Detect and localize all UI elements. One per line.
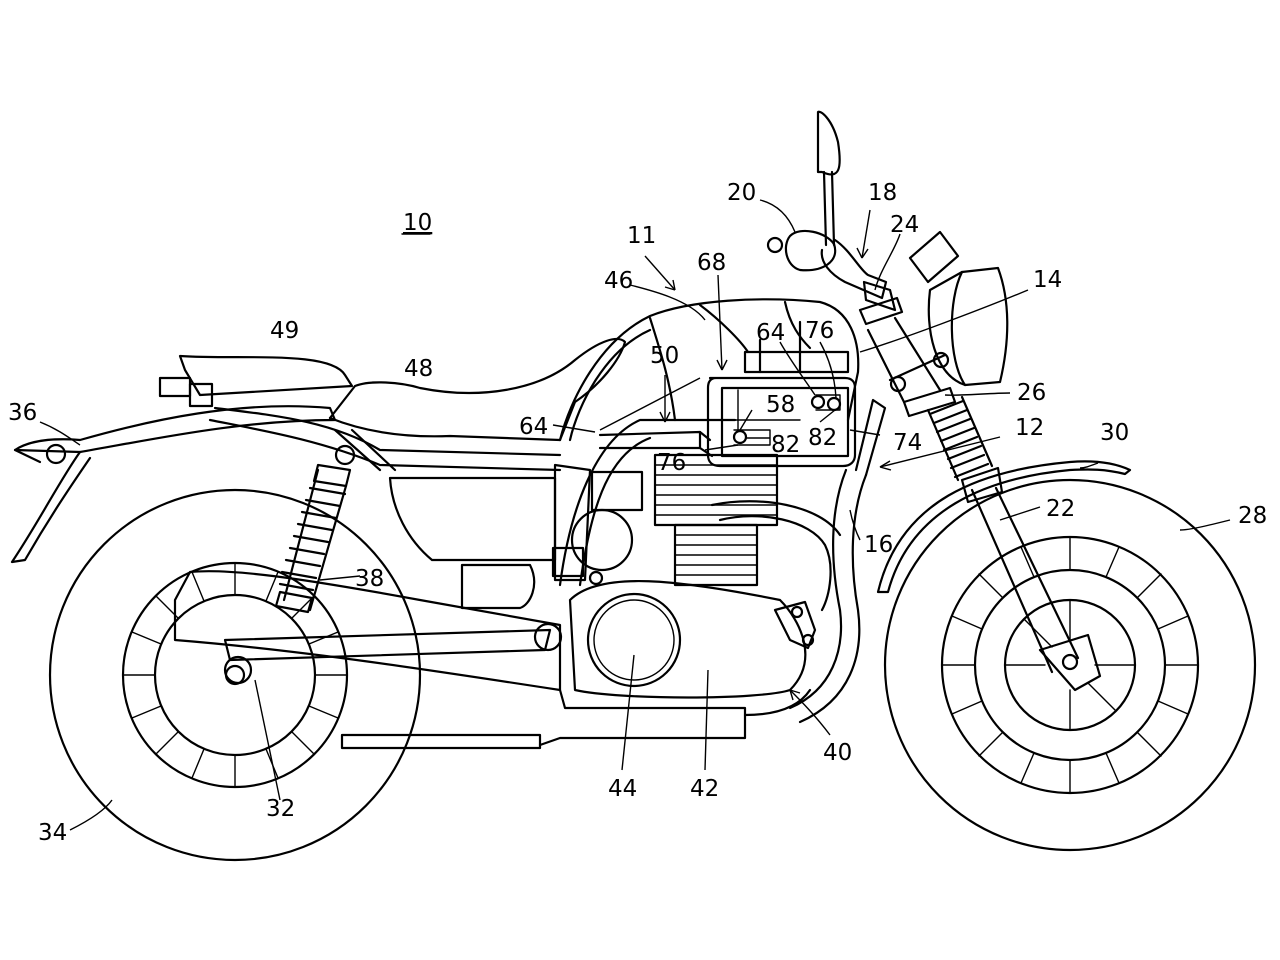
label-82-right: 82 — [808, 425, 837, 451]
front-wheel-spokes — [941, 536, 1199, 794]
label-74: 74 — [893, 430, 922, 456]
label-20: 20 — [727, 180, 756, 206]
label-64-left: 64 — [519, 414, 548, 440]
label-64-right: 64 — [756, 320, 785, 346]
label-24: 24 — [890, 212, 919, 238]
rear-wheel-spokes — [122, 562, 348, 788]
label-22: 22 — [1046, 496, 1075, 522]
front-fork — [858, 296, 1102, 692]
label-26: 26 — [1017, 380, 1046, 406]
label-46: 46 — [604, 268, 633, 294]
label-76-top: 76 — [805, 318, 834, 344]
label-14: 14 — [1033, 267, 1062, 293]
label-18: 18 — [868, 180, 897, 206]
exhaust — [173, 570, 812, 750]
label-48: 48 — [404, 356, 433, 382]
reference-labels: 10 11 12 14 16 18 20 22 24 26 28 30 32 3… — [8, 180, 1267, 846]
fuel-tank — [558, 298, 860, 442]
label-50: 50 — [650, 343, 679, 369]
label-10: 10 — [403, 210, 432, 236]
label-30: 30 — [1100, 420, 1129, 446]
electrical-box — [706, 320, 857, 468]
label-40: 40 — [823, 740, 852, 766]
label-32: 32 — [266, 796, 295, 822]
label-49: 49 — [270, 318, 299, 344]
label-16: 16 — [864, 532, 893, 558]
seat — [328, 337, 627, 442]
rear-fender — [10, 405, 337, 564]
label-68: 68 — [697, 250, 726, 276]
label-38: 38 — [355, 566, 384, 592]
front-fender — [876, 460, 1132, 594]
handlebar — [766, 110, 897, 312]
swingarm — [223, 622, 563, 685]
label-11: 11 — [627, 223, 656, 249]
label-42: 42 — [690, 776, 719, 802]
label-76-bottom: 76 — [657, 450, 686, 476]
label-44: 44 — [608, 776, 637, 802]
label-36: 36 — [8, 400, 37, 426]
rear-cowl — [158, 354, 354, 408]
label-58: 58 — [766, 392, 795, 418]
seat-rail — [208, 406, 562, 562]
label-82-left: 82 — [771, 432, 800, 458]
fork-bellows — [926, 395, 994, 482]
label-34: 34 — [38, 820, 67, 846]
front-wheel — [883, 478, 1257, 852]
headlight — [908, 230, 1009, 387]
label-12: 12 — [1015, 415, 1044, 441]
label-28: 28 — [1238, 503, 1267, 529]
rear-wheel — [48, 488, 422, 862]
leader-lines — [39, 199, 1231, 831]
engine — [460, 453, 817, 699]
